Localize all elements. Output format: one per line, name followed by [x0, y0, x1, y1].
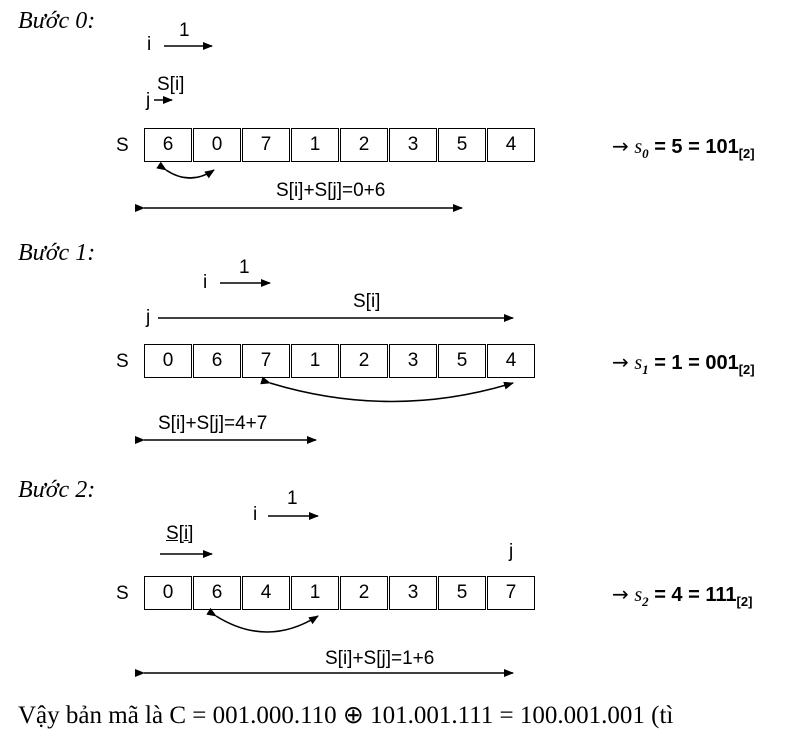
result-eq: = 1 = 001 — [654, 352, 739, 374]
result-arrow-icon: → — [612, 134, 629, 158]
swap-arrow — [156, 161, 215, 179]
array-cell: 2 — [340, 576, 388, 610]
array-label: S — [116, 135, 129, 156]
array-cell: 0 — [144, 344, 192, 378]
array-cell: 1 — [291, 128, 339, 162]
array-cell: 2 — [340, 344, 388, 378]
result-eq: = 4 = 111 — [654, 584, 737, 606]
sum-label: S[i]+S[j]=1+6 — [325, 648, 435, 669]
sum-label: S[i]+S[j]=0+6 — [276, 180, 386, 201]
array-cell: 0 — [144, 576, 192, 610]
step-0-title: Bước 0: — [18, 8, 96, 34]
result-sub: 2 — [642, 594, 649, 609]
result-arrow-icon: → — [612, 582, 629, 606]
result-prefix: s — [634, 136, 643, 158]
result-base: [2] — [738, 146, 755, 161]
s-i-label: S[i] — [166, 523, 194, 544]
array-cell: 6 — [193, 344, 241, 378]
array-cell: 4 — [487, 344, 535, 378]
array-cell: 2 — [340, 128, 388, 162]
result-prefix: s — [634, 584, 643, 606]
array-cell: 5 — [438, 576, 486, 610]
ciphertext-summary: Vậy bản mã là C = 001.000.110 ⊕ 101.001.… — [18, 702, 674, 729]
result-sub: 1 — [642, 362, 649, 377]
result-eq: = 5 = 101 — [654, 136, 739, 158]
array-cell: 3 — [389, 344, 437, 378]
array-cell: 5 — [438, 344, 486, 378]
i-label: i — [203, 272, 208, 293]
i-step-label: 1 — [287, 488, 298, 509]
result-arrow-icon: → — [612, 350, 629, 374]
i-label: i — [147, 34, 152, 55]
step-1-title: Bước 1: — [18, 240, 96, 266]
result-sub: 0 — [642, 146, 649, 161]
result-line: → s0 = 5 = 101[2] — [612, 134, 755, 162]
result-base: [2] — [738, 362, 755, 377]
i-step-label: 1 — [179, 20, 190, 41]
array-cell: 0 — [193, 128, 241, 162]
result-line: → s1 = 1 = 001[2] — [612, 350, 755, 378]
sum-label: S[i]+S[j]=4+7 — [158, 413, 268, 434]
step-2-title: Bước 2: — [18, 477, 96, 503]
j-label: j — [509, 541, 514, 562]
array-cell: 6 — [144, 128, 192, 162]
array-cell: 6 — [193, 576, 241, 610]
result-prefix: s — [634, 352, 643, 374]
s-i-label: S[i] — [353, 291, 381, 312]
array-label: S — [116, 583, 129, 604]
array-cell: 4 — [242, 576, 290, 610]
array-cell: 7 — [487, 576, 535, 610]
result-base: [2] — [736, 594, 753, 609]
swap-arrow — [260, 376, 514, 403]
array-label: S — [116, 351, 129, 372]
i-step-label: 1 — [239, 257, 250, 278]
array-cell: 5 — [438, 128, 486, 162]
array-cell: 4 — [487, 128, 535, 162]
swap-arrow — [206, 607, 319, 633]
array-cell: 7 — [242, 128, 290, 162]
result-line: → s2 = 4 = 111[2] — [612, 582, 752, 610]
j-label: j — [146, 90, 151, 111]
i-label: i — [253, 504, 258, 525]
s-i-label: S[i] — [157, 74, 185, 95]
j-label: j — [146, 307, 151, 328]
array-cell: 3 — [389, 128, 437, 162]
array-cell: 3 — [389, 576, 437, 610]
